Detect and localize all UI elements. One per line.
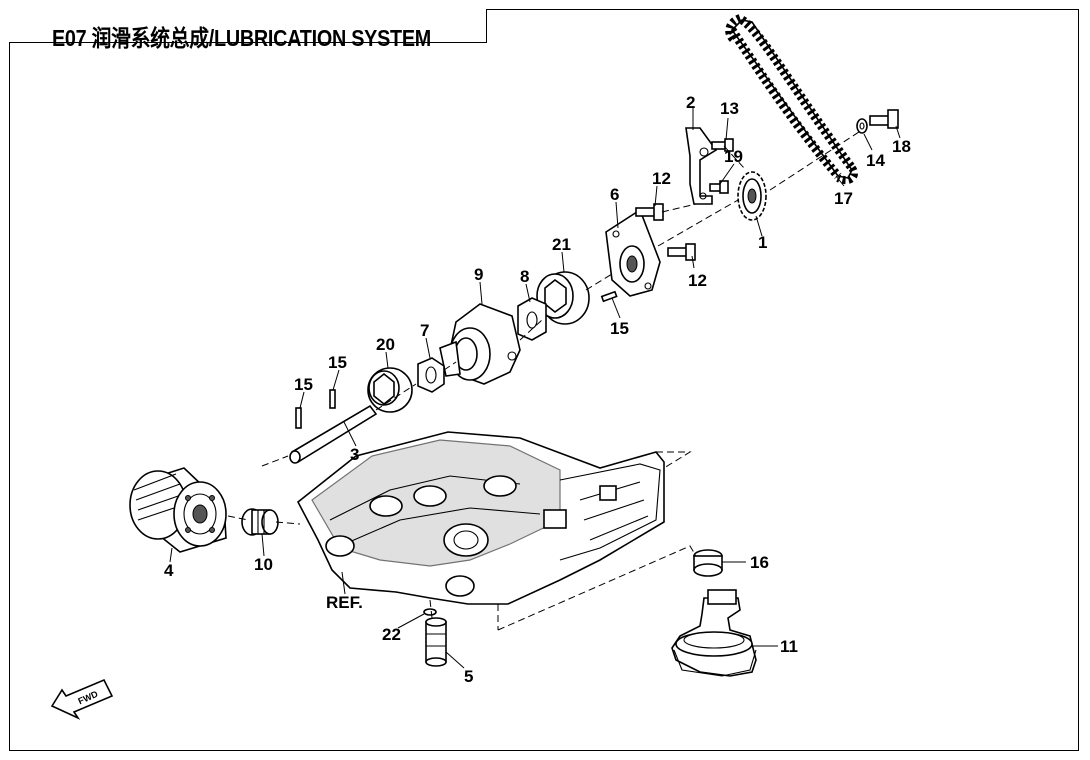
pump-shaft: [289, 404, 378, 464]
callout-12-lower: 12: [688, 271, 707, 290]
callout-8: 8: [520, 267, 529, 286]
pump-cover: [605, 208, 661, 297]
chain-guide: [685, 127, 718, 205]
inner-rotor-7: [417, 357, 445, 393]
strainer-seal: [693, 549, 723, 577]
dowel-pin-15-mid: [329, 389, 336, 409]
callout-2: 2: [686, 93, 695, 112]
o-ring-22: [423, 608, 437, 616]
bolt-12-lower: [667, 243, 696, 261]
callout-7: 7: [420, 321, 429, 340]
inner-rotor-8: [517, 297, 547, 341]
callout-15-left: 15: [294, 375, 313, 394]
bolt-19: [709, 180, 729, 194]
dowel-pin-15-left: [295, 407, 302, 429]
pump-body: [439, 303, 521, 385]
crankcase-reference: [296, 431, 665, 605]
callout-6: 6: [610, 185, 619, 204]
fwd-arrow-icon: FWD: [50, 678, 114, 720]
callout-18: 18: [892, 137, 911, 156]
filter-union-bolt: [241, 508, 279, 536]
outer-rotor-20: [367, 367, 413, 413]
washer-14: [856, 118, 868, 134]
callout-labels: 2 13 19 12 6 1 12 17 14 18 21 8 9 15 7 2…: [164, 93, 911, 686]
assembly-centerlines: [227, 129, 863, 631]
callout-15-cover: 15: [610, 319, 629, 338]
oil-strainer: [671, 589, 757, 677]
oil-pump-sprocket: [737, 171, 767, 221]
callout-19: 19: [724, 147, 743, 166]
reference-label: REF.: [326, 593, 363, 612]
dowel-pin-15-cover: [600, 290, 618, 303]
callout-9: 9: [474, 265, 483, 284]
callout-5: 5: [464, 667, 473, 686]
page-title: E07 润滑系统总成/LUBRICATION SYSTEM: [52, 25, 432, 51]
callout-16: 16: [750, 553, 769, 572]
callout-13: 13: [720, 99, 739, 118]
title-box: E07 润滑系统总成/LUBRICATION SYSTEM: [9, 9, 487, 51]
callout-1: 1: [758, 233, 767, 252]
callout-12-upper: 12: [652, 169, 671, 188]
relief-valve: [425, 617, 447, 667]
callout-3: 3: [350, 445, 359, 464]
callout-22: 22: [382, 625, 401, 644]
drive-chain: [725, 14, 858, 185]
callout-17: 17: [834, 189, 853, 208]
callout-15-mid: 15: [328, 353, 347, 372]
callout-21: 21: [552, 235, 571, 254]
callout-4: 4: [164, 561, 174, 580]
bolt-18: [869, 109, 899, 129]
callout-14: 14: [866, 151, 885, 170]
callout-11: 11: [780, 637, 798, 656]
bolt-13: [711, 138, 734, 152]
callout-20: 20: [376, 335, 395, 354]
oil-filter: [129, 467, 227, 553]
callout-10: 10: [254, 555, 273, 574]
diagram-frame: [9, 9, 1079, 751]
leader-lines: [169, 108, 901, 669]
